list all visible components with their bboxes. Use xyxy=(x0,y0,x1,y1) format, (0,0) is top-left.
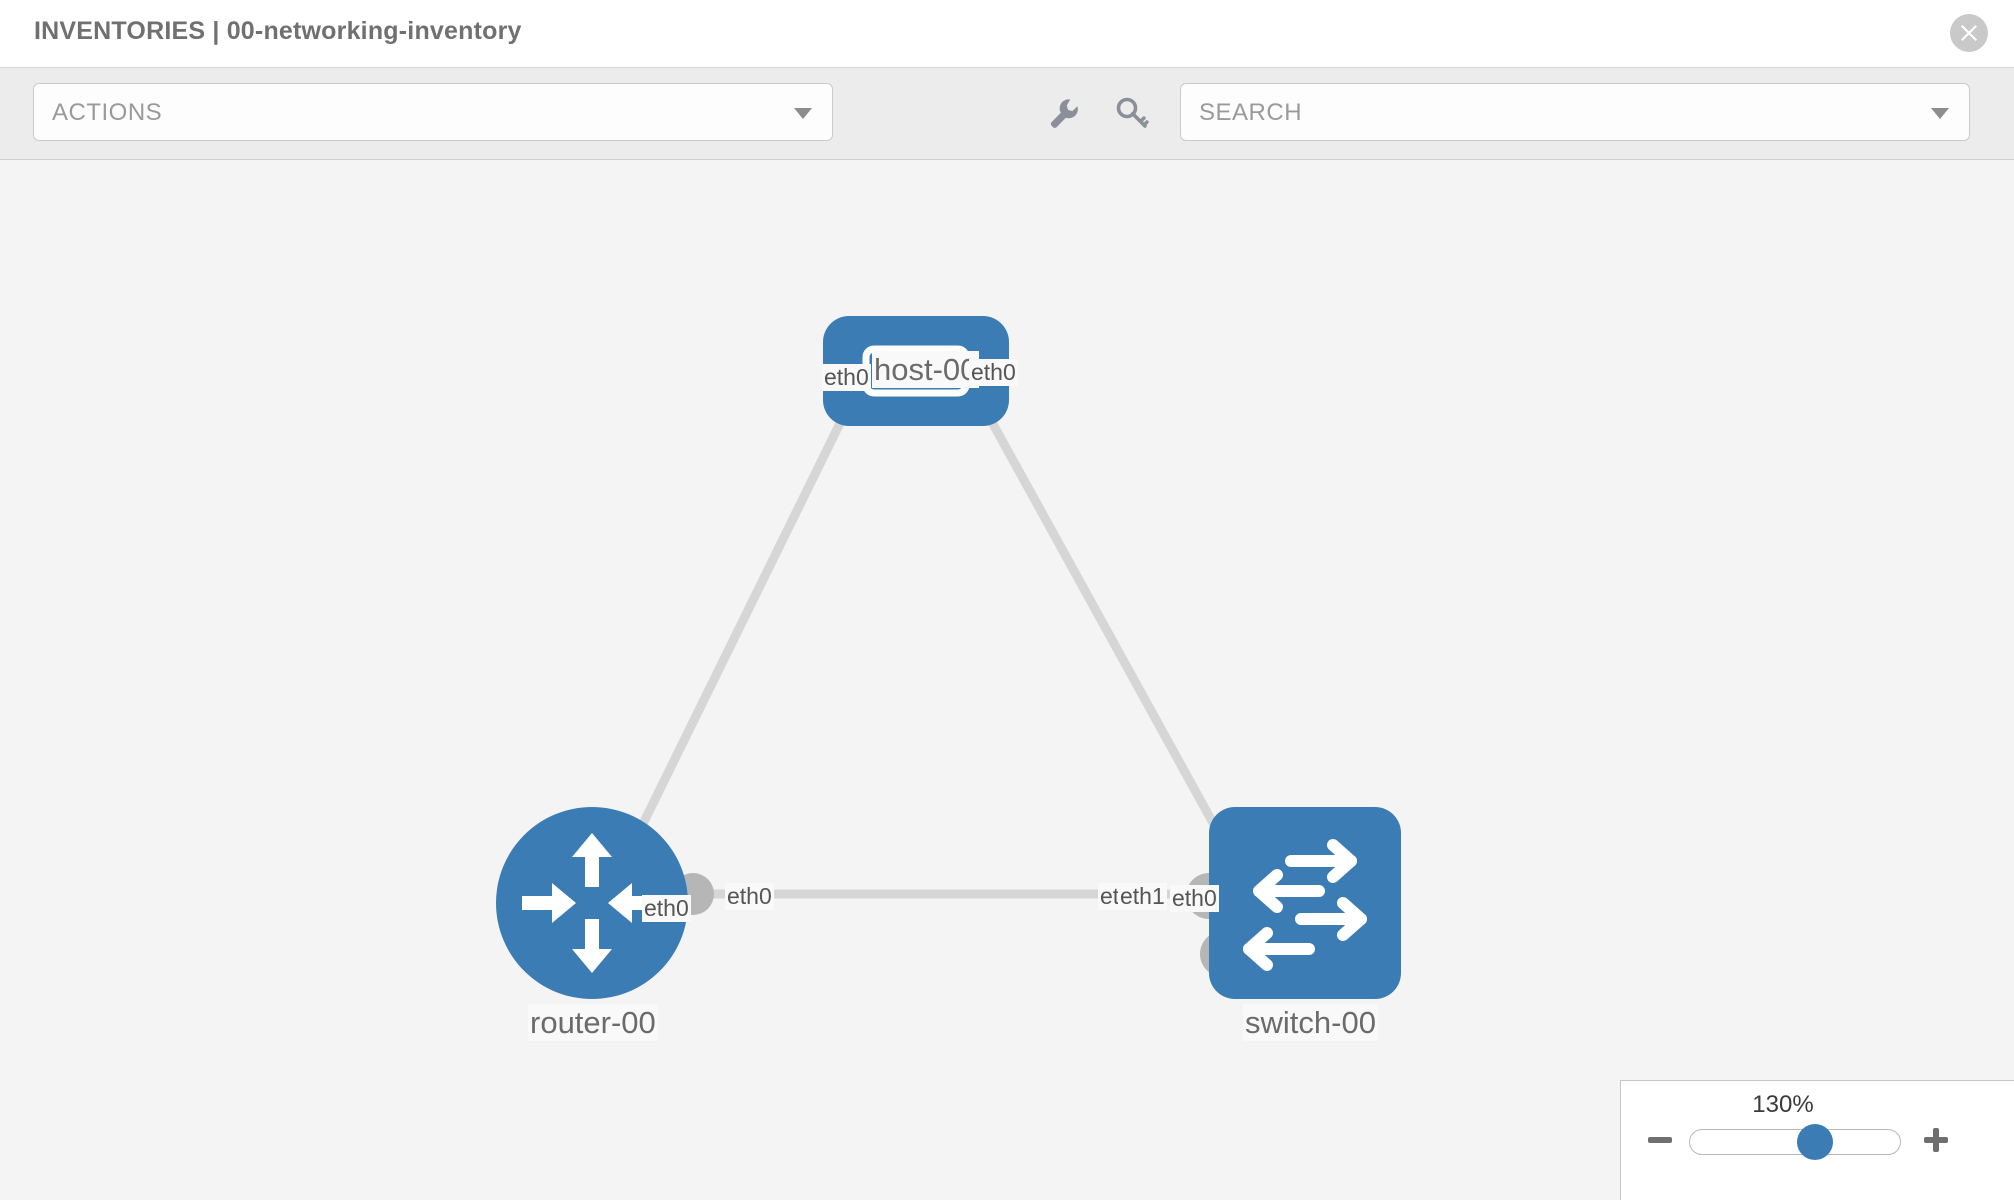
wrench-icon[interactable] xyxy=(1047,96,1081,130)
actions-dropdown[interactable]: ACTIONS xyxy=(33,83,833,141)
minus-icon[interactable] xyxy=(1645,1125,1675,1155)
search-input[interactable]: SEARCH xyxy=(1180,83,1970,141)
plus-icon[interactable] xyxy=(1921,1125,1951,1155)
node-label-router-00: router-00 xyxy=(528,1004,658,1041)
zoom-control-panel: 130% xyxy=(1620,1080,2014,1200)
node-label-host-00: host-00 xyxy=(872,351,980,388)
edge-label-router00-host00: eth0 xyxy=(642,895,691,922)
zoom-slider-thumb[interactable] xyxy=(1797,1124,1833,1160)
chevron-down-icon[interactable] xyxy=(1931,108,1949,119)
edge-label-switch00-router00: eth1 xyxy=(1118,883,1167,910)
node-label-switch-00: switch-00 xyxy=(1243,1004,1378,1041)
page-title: INVENTORIES | 00-networking-inventory xyxy=(34,17,522,45)
edge-label-router00-switch00: eth0 xyxy=(725,883,774,910)
edge-host00-router00 xyxy=(600,341,883,906)
zoom-level-value: 130% xyxy=(1752,1091,1814,1118)
toolbar: ACTIONS SEARCH xyxy=(0,68,2014,160)
topology-canvas[interactable]: host-00 router-00 switch-00 eth0 eth0 et… xyxy=(0,161,2014,1200)
edge-label-host00-router00: eth0 xyxy=(822,364,871,391)
zoom-slider-track[interactable] xyxy=(1689,1129,1901,1155)
actions-dropdown-label: ACTIONS xyxy=(52,99,163,126)
key-icon[interactable] xyxy=(1115,96,1149,130)
chevron-down-icon xyxy=(794,108,812,119)
edge-label-switch00-host00: eth0 xyxy=(1170,885,1219,912)
node-switch-00[interactable] xyxy=(1209,807,1401,999)
edge-label-host00-switch00: eth0 xyxy=(969,359,1018,386)
edge-host00-switch00 xyxy=(945,341,1250,886)
search-placeholder: SEARCH xyxy=(1199,99,1303,126)
close-icon[interactable] xyxy=(1950,14,1988,52)
title-bar: INVENTORIES | 00-networking-inventory xyxy=(0,0,2014,68)
